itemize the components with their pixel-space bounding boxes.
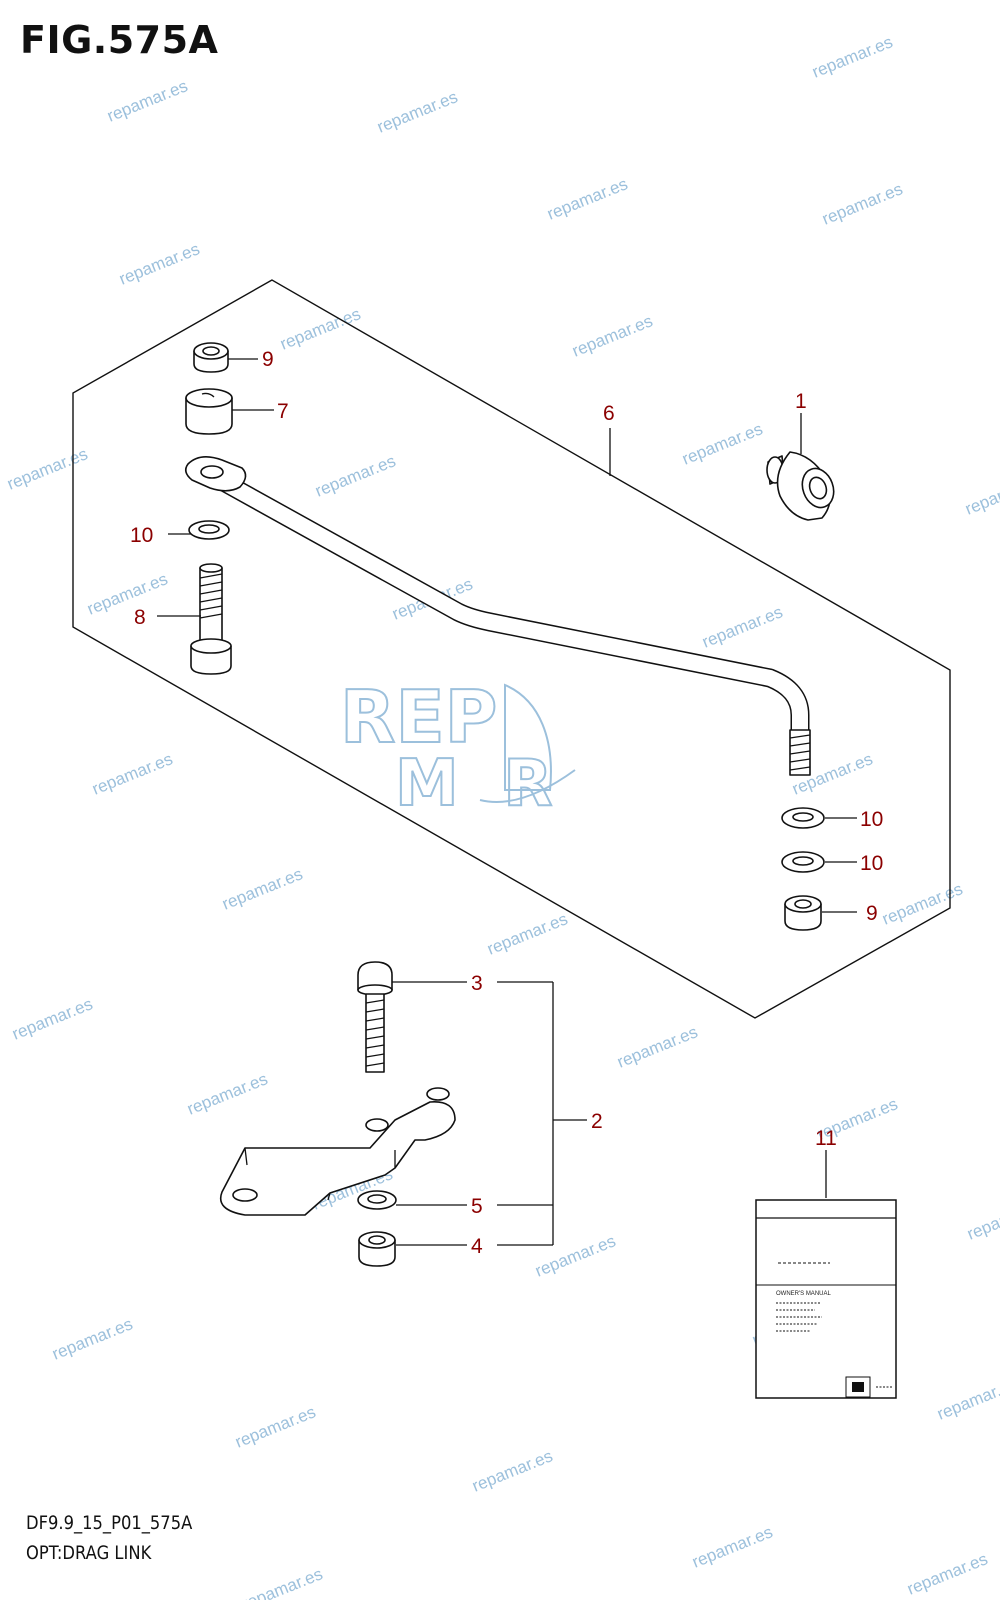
figure-code: DF9.9_15_P01_575A xyxy=(26,1512,193,1534)
watermark-text: repamar.es xyxy=(962,469,1000,518)
kit-outline xyxy=(72,279,951,1019)
watermark-text: repamar.es xyxy=(469,1446,555,1495)
watermark-text: repamar.es xyxy=(614,1022,700,1071)
watermark-text: repamar.es xyxy=(232,1402,318,1451)
nut-icon xyxy=(193,342,229,373)
figure-name: OPT:DRAG LINK xyxy=(26,1542,152,1564)
callout-1: 1 xyxy=(795,390,807,413)
bushing-icon xyxy=(185,388,233,435)
callout-8: 8 xyxy=(134,606,146,629)
leader-lines xyxy=(157,358,857,1246)
bracket-icon xyxy=(220,1087,456,1216)
callout-7: 7 xyxy=(277,400,289,423)
callout-5: 5 xyxy=(471,1195,483,1218)
watermark-text: repamar.es xyxy=(904,1549,990,1598)
washer-icon xyxy=(781,807,825,829)
callout-9: 9 xyxy=(262,348,274,371)
watermark-text: repamar.es xyxy=(532,1231,618,1280)
washer-icon xyxy=(781,851,825,873)
watermark-text: repamar.es xyxy=(374,87,460,136)
watermark-text: repamar.es xyxy=(89,749,175,798)
figure-title: FIG.575A xyxy=(20,18,219,62)
callout-6: 6 xyxy=(603,402,615,425)
watermark-text: repamar.es xyxy=(49,1314,135,1363)
logo-sail-icon xyxy=(504,683,552,791)
watermark-text: repamar.es xyxy=(964,1194,1000,1243)
watermark-text: repamar.es xyxy=(9,994,95,1043)
watermark-text: repamar.es xyxy=(699,602,785,651)
watermark-text: repamar.es xyxy=(184,1069,270,1118)
callout-labels: 9 7 10 8 6 1 10 10 9 3 2 5 4 11 xyxy=(130,348,883,1258)
callout-10: 10 xyxy=(860,808,883,831)
watermark-text: repamar.es xyxy=(934,1374,1000,1423)
callout-10: 10 xyxy=(860,852,883,875)
watermark-text: repamar.es xyxy=(116,239,202,288)
owners-manual-icon: OWNER'S MANUAL xyxy=(755,1199,897,1399)
callout-9: 9 xyxy=(866,902,878,925)
watermark-text: repamar.es xyxy=(819,179,905,228)
watermark-text: repamar.es xyxy=(104,76,190,125)
manual-title: OWNER'S MANUAL xyxy=(776,1291,831,1297)
watermark-text: repamar.es xyxy=(484,909,570,958)
nut-icon xyxy=(784,895,822,931)
watermark-text: repamar.es xyxy=(277,304,363,353)
watermark-text: repamar.es xyxy=(689,1522,775,1571)
watermark-text: repamar.es xyxy=(4,444,90,493)
callout-10: 10 xyxy=(130,524,153,547)
washer-icon xyxy=(357,1190,397,1210)
callout-3: 3 xyxy=(471,972,483,995)
watermark-text: repamar.es xyxy=(239,1564,325,1600)
watermark-text: repamar.es xyxy=(679,419,765,468)
callout-2: 2 xyxy=(591,1110,603,1133)
logo-bottom-text: M R xyxy=(395,747,553,821)
callout-4: 4 xyxy=(471,1235,483,1258)
watermark-text: repamar.es xyxy=(879,879,965,928)
nut-icon xyxy=(358,1231,396,1267)
watermark-text: repamar.es xyxy=(84,569,170,618)
watermark-text: repamar.es xyxy=(809,32,895,81)
bolt-icon xyxy=(357,961,393,1073)
watermark-text: repamar.es xyxy=(569,311,655,360)
logo-wave-icon xyxy=(479,769,576,803)
watermark-text: repamar.es xyxy=(312,451,398,500)
watermark-text: repamar.es xyxy=(219,864,305,913)
fitting-icon xyxy=(766,451,835,521)
callout-11: 11 xyxy=(815,1127,837,1150)
logo-top-text: REP xyxy=(340,675,497,759)
repamar-logo: REP M R xyxy=(339,674,576,822)
washer-icon xyxy=(188,520,230,540)
bolt-icon xyxy=(190,563,232,675)
watermark-text: repamar.es xyxy=(544,174,630,223)
drag-link-rod xyxy=(184,456,811,776)
